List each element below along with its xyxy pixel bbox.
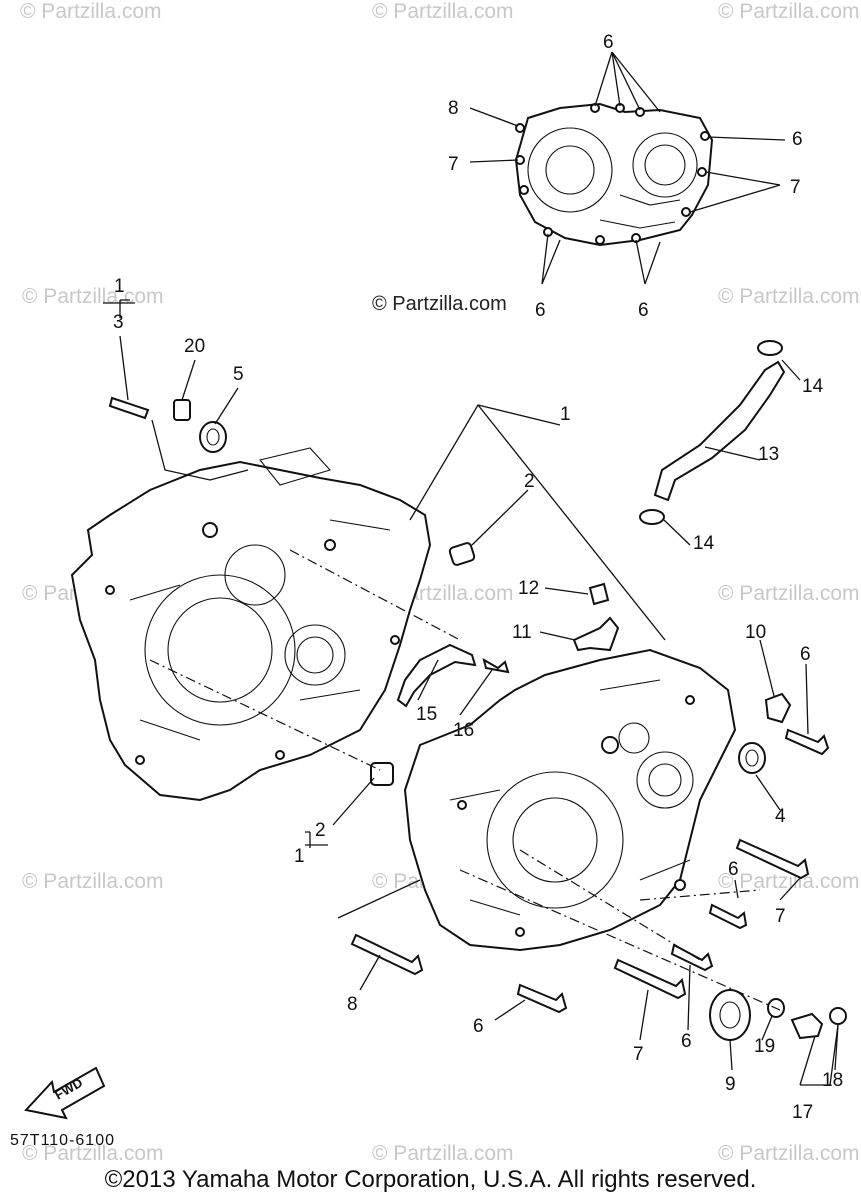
watermark-text: © Partzilla.com: [22, 1142, 164, 1165]
copyright-notice: ©2013 Yamaha Motor Corporation, U.S.A. A…: [104, 1166, 757, 1193]
callout-12: 12: [518, 578, 539, 599]
callout-6: 6: [681, 1031, 692, 1052]
callout-2: 2: [315, 820, 326, 841]
callout-10: 10: [745, 622, 766, 643]
callout-7: 7: [790, 177, 801, 198]
callout-6: 6: [473, 1016, 484, 1037]
watermark-text: © Partzilla.com: [718, 870, 860, 893]
leader-lines: [103, 299, 839, 1086]
callout-19: 19: [754, 1036, 775, 1057]
callout-7: 7: [448, 154, 459, 175]
diagram-code: 57T110-6100: [10, 1132, 115, 1149]
watermark-text: © Partzilla.com: [718, 285, 860, 308]
watermark-text: © Partzilla.com: [718, 1142, 860, 1165]
callout-9: 9: [725, 1074, 736, 1095]
callout-1: 1: [294, 846, 305, 867]
callout-15: 15: [416, 704, 437, 725]
watermark-text: © Partzilla.com: [372, 1142, 514, 1165]
watermark-text: © Partzilla.com: [22, 285, 164, 308]
callout-14: 14: [693, 533, 715, 554]
callout-7: 7: [775, 906, 786, 927]
callout-6: 6: [603, 32, 614, 53]
callout-7: 7: [633, 1044, 644, 1065]
left-crankcase-half: [70, 447, 432, 802]
callout-5: 5: [233, 364, 244, 385]
inset-bolt-pattern: 6 8 6 7 7 6 6: [448, 32, 803, 321]
callout-14: 14: [802, 376, 824, 397]
callout-20: 20: [184, 336, 205, 357]
watermark-text: © Partzilla.com: [718, 582, 860, 605]
callout-6: 6: [792, 129, 803, 150]
callouts: 1 3 20 5 1 2 13 14 14 12 11 10 6 15 16 4…: [113, 276, 843, 1123]
callout-1: 1: [114, 276, 125, 297]
callout-11: 11: [512, 622, 532, 643]
callout-6: 6: [800, 644, 811, 665]
callout-6: 6: [728, 859, 739, 880]
callout-6: 6: [638, 300, 649, 321]
callout-3: 3: [113, 312, 124, 333]
right-crankcase-half: [403, 648, 737, 952]
callout-17: 17: [792, 1102, 813, 1123]
callout-8: 8: [347, 994, 358, 1015]
callout-1: 1: [560, 404, 571, 425]
watermark-text: © Partzilla.com: [718, 0, 860, 23]
watermark-center-text: © Partzilla.com: [372, 293, 507, 315]
watermark-text: © Partzilla.com: [372, 0, 514, 23]
callout-6: 6: [535, 300, 546, 321]
small-parts: [108, 340, 847, 1041]
watermark-text: © Partzilla.com: [22, 870, 164, 893]
callout-16: 16: [453, 720, 474, 741]
watermark-text: © Partzilla.com: [20, 0, 162, 23]
callout-4: 4: [775, 806, 786, 827]
callout-8: 8: [448, 98, 459, 119]
callout-13: 13: [758, 444, 779, 465]
fwd-arrow-icon: FWD: [24, 1066, 106, 1120]
callout-18: 18: [822, 1070, 843, 1091]
callout-2: 2: [524, 471, 535, 492]
